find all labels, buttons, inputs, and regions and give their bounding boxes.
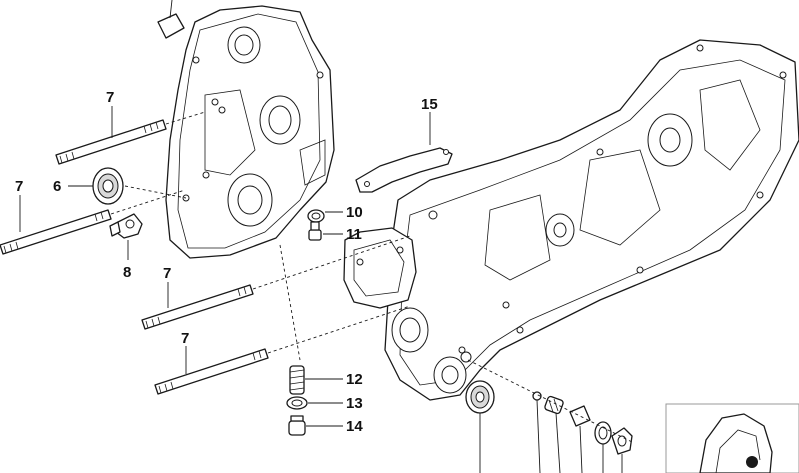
washer-10 (307, 209, 325, 223)
sensor-8 (109, 213, 143, 239)
washer-13 (286, 396, 308, 410)
callout-13: 13 (346, 395, 363, 412)
left-crankcase-half (165, 5, 335, 259)
spring (544, 395, 564, 473)
callout-12: 12 (346, 371, 363, 388)
detail-inset (665, 403, 799, 473)
callout-7-middle: 7 (163, 265, 171, 282)
spring-12 (289, 365, 305, 395)
stud-bolt-7-lower (154, 348, 269, 395)
right-crankcase-half (384, 39, 799, 401)
stud-bolt-7-left (0, 209, 112, 255)
screw-plug (611, 427, 633, 473)
callout-8: 8 (123, 264, 131, 281)
oil-seal (465, 380, 495, 473)
gasket-15 (343, 147, 453, 309)
callout-10: 10 (346, 204, 363, 221)
top-bolt-partial (157, 0, 185, 39)
callout-11: 11 (346, 226, 362, 243)
plunger (569, 405, 591, 473)
bearing-6 (92, 167, 124, 205)
callout-14: 14 (346, 418, 363, 435)
callout-7-upper: 7 (106, 89, 114, 106)
plug-11 (308, 221, 322, 241)
callout-7-lower: 7 (181, 330, 189, 347)
plug-14 (288, 415, 306, 436)
seal-ring (594, 421, 612, 473)
stud-bolt-7-middle (141, 284, 254, 330)
callout-6: 6 (53, 178, 61, 195)
leader-lines (19, 106, 431, 427)
callout-15: 15 (421, 96, 438, 113)
stud-bolt-7-upper (55, 119, 167, 165)
ball (532, 391, 542, 473)
callout-7-left: 7 (15, 178, 23, 195)
